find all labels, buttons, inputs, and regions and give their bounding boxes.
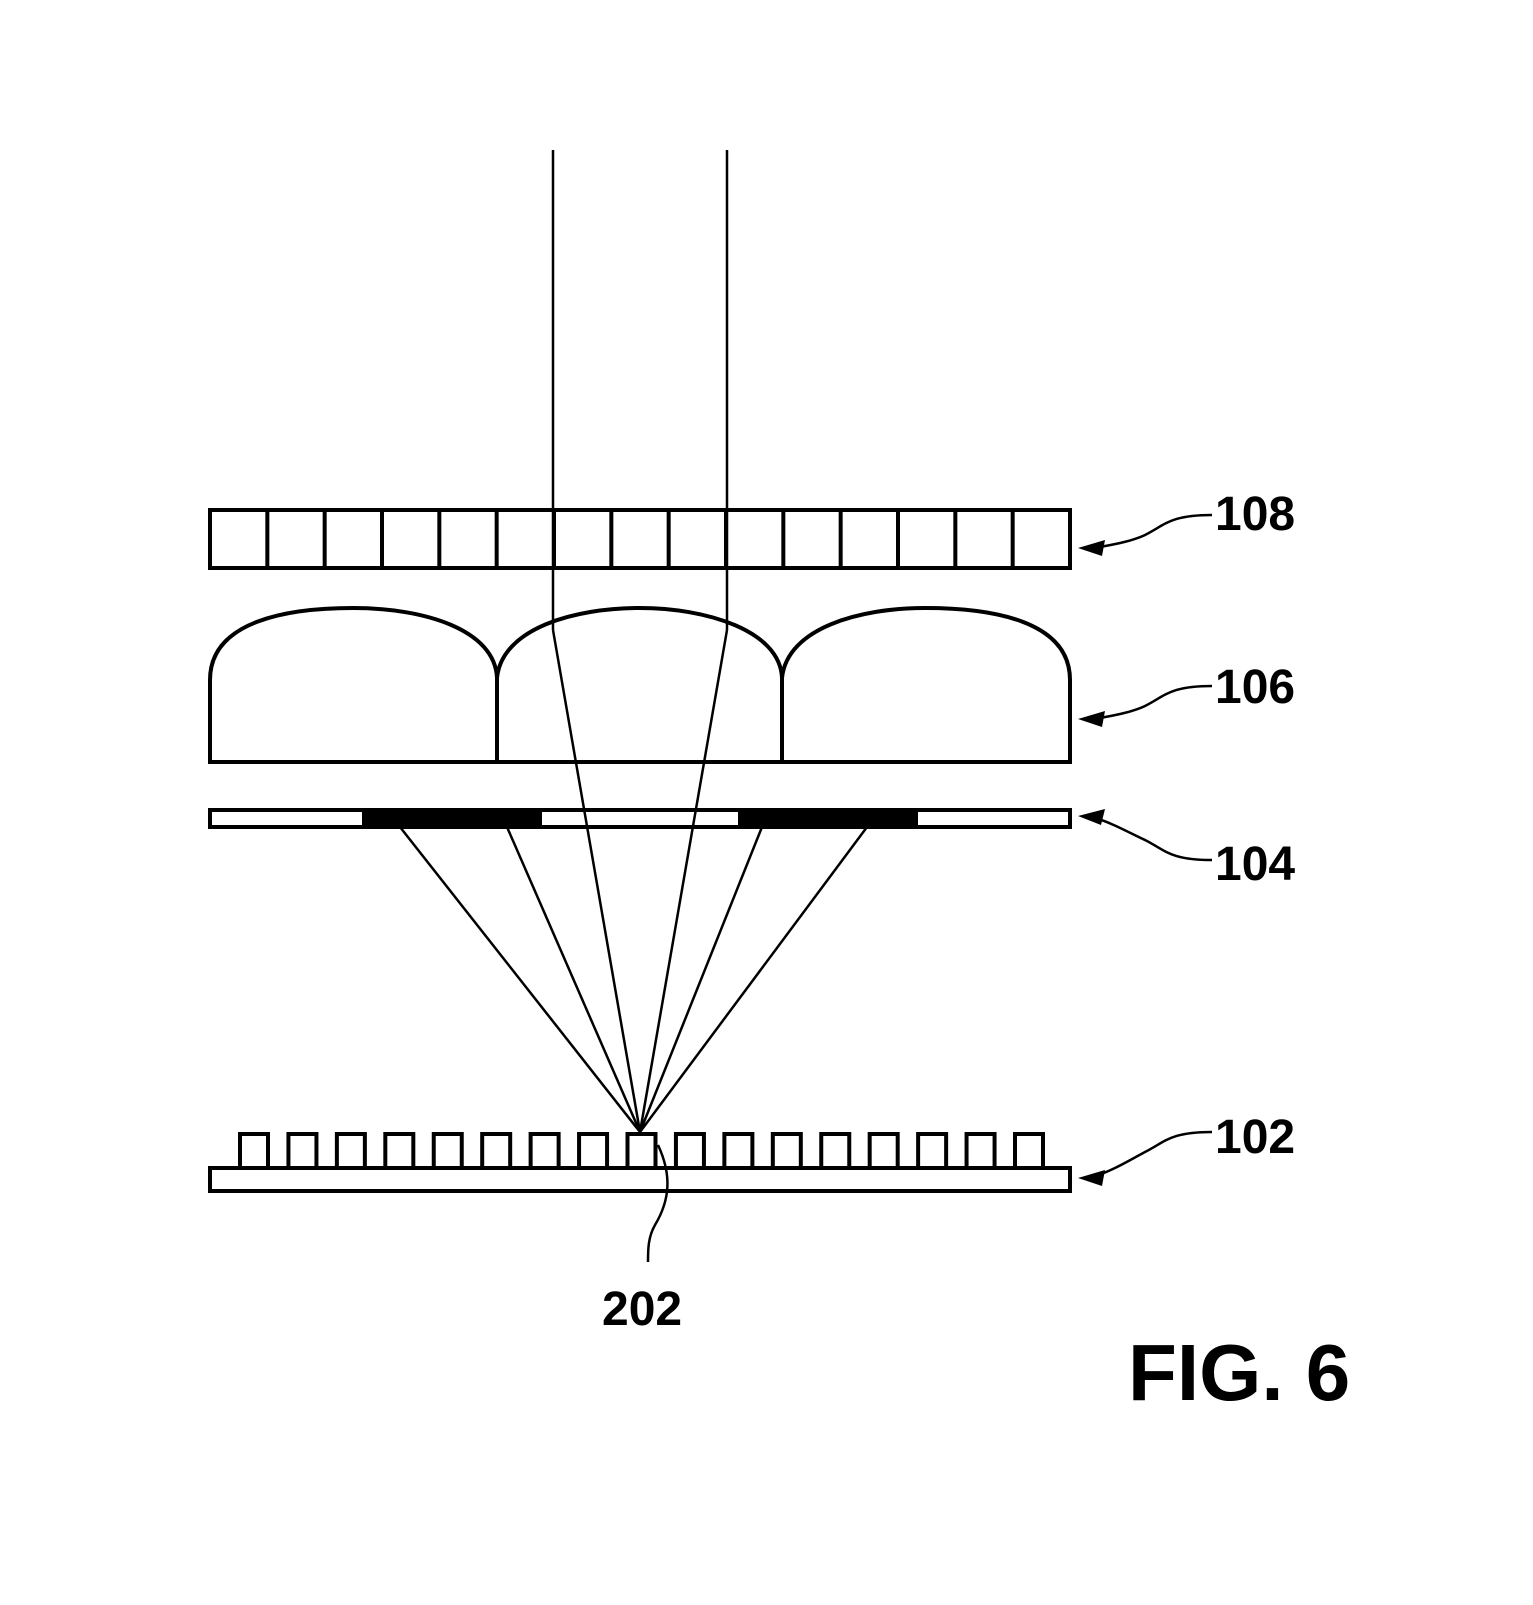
fan-ray-2: [505, 826, 642, 1133]
layer-102-element: [916, 1132, 949, 1170]
layer-102-element: [577, 1132, 610, 1170]
refracted-ray-right: [638, 629, 729, 1133]
label-108: 108: [1215, 488, 1295, 541]
layer-102-element: [480, 1132, 513, 1170]
arrow-106-icon: [1078, 711, 1105, 727]
figure-caption: FIG. 6: [1128, 1328, 1350, 1417]
lens-array-outline: [208, 605, 1072, 764]
leader-108: [1094, 513, 1213, 550]
layer-102-element: [1013, 1132, 1045, 1170]
layer-102-element: [431, 1132, 464, 1170]
substrate-base: [208, 1166, 1072, 1193]
layer-102-element: [238, 1132, 270, 1170]
layer-108-frame: [208, 508, 1072, 570]
fan-ray-1: [399, 826, 641, 1133]
layer-108-strip: [208, 508, 1072, 570]
layer-102-element: [867, 1132, 900, 1170]
leader-106: [1094, 684, 1213, 721]
label-202: 202: [602, 1283, 682, 1336]
mask-dark-segment-2: [738, 810, 918, 827]
layer-102-element: [383, 1132, 416, 1170]
layer-102-element: [286, 1132, 319, 1170]
layer-102-substrate: [208, 1132, 1072, 1193]
layer-104-mask: [208, 808, 1072, 829]
layer-102-element: [334, 1132, 367, 1170]
leader-lines: [646, 513, 1213, 1263]
layer-102-element: [964, 1132, 997, 1170]
label-104: 104: [1215, 838, 1295, 891]
fan-ray-4: [638, 826, 869, 1133]
mask-dark-segment-1: [362, 810, 542, 827]
element-202: [625, 1132, 658, 1170]
leader-202: [646, 1144, 669, 1263]
fan-ray-3: [638, 826, 764, 1133]
light-rays: [399, 150, 869, 1133]
label-106: 106: [1215, 661, 1295, 714]
layer-102-element: [528, 1132, 561, 1170]
layer-102-element: [722, 1132, 755, 1170]
layer-102-element: [770, 1132, 803, 1170]
layer-102-element: [673, 1132, 706, 1170]
refracted-ray-left: [551, 629, 642, 1133]
layer-102-element: [819, 1132, 852, 1170]
leader-102: [1094, 1130, 1213, 1178]
arrow-104-icon: [1078, 809, 1105, 825]
layer-106-lens-array: [208, 605, 1072, 764]
label-102: 102: [1215, 1111, 1295, 1164]
leader-104: [1094, 816, 1213, 862]
arrow-108-icon: [1078, 540, 1105, 556]
arrow-102-icon: [1078, 1170, 1105, 1186]
mask-frame: [208, 808, 1072, 829]
